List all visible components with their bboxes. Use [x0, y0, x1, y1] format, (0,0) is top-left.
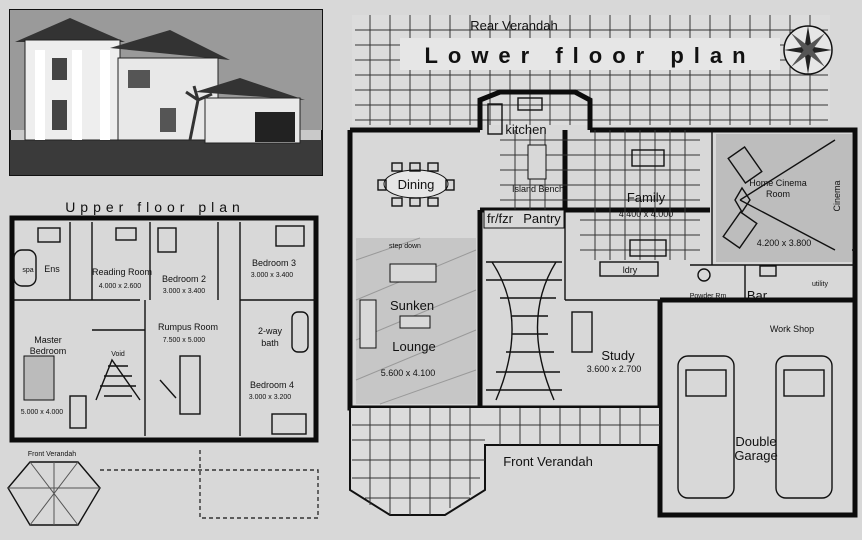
bedroom-2-label: Bedroom 2 [162, 274, 206, 284]
bath-label: bath [261, 338, 279, 348]
lower-floor-plan: Lower floor plan Rear Verandah kitchen I… [347, 15, 858, 518]
master-label: Master [34, 335, 62, 345]
master-bed [23, 355, 55, 401]
cinema-dims: 4.200 x 3.800 [757, 238, 812, 248]
kitchen-label: kitchen [505, 122, 546, 137]
lower-plan-title: Lower floor plan [424, 43, 755, 68]
rumpus-table [179, 355, 201, 415]
bedroom-4-dims: 3.000 x 3.200 [249, 394, 292, 401]
rumpus-room-dims: 7.500 x 5.000 [163, 337, 206, 344]
study-dims: 3.600 x 2.700 [587, 364, 642, 374]
master-wardrobe [69, 395, 87, 429]
two-way-label: 2-way [258, 326, 283, 336]
master-bedroom-label: Bedroom [30, 346, 67, 356]
house-photo [9, 9, 323, 176]
garage-label: Garage [734, 448, 777, 463]
reading-desk [115, 227, 137, 241]
lower-staircase [486, 261, 562, 401]
upper-floor-plan: Upper floor plan spa Ens Reading Room 4.… [7, 199, 319, 526]
family-sofa-2 [629, 239, 667, 257]
upper-front-verandah-label: Front Verandah [28, 451, 76, 458]
ldry-label: ldry [623, 265, 638, 275]
spa-bath [13, 249, 37, 287]
garage-car-2 [775, 355, 833, 499]
double-label: Double [735, 434, 776, 449]
cinema-label: Cinema [832, 180, 842, 211]
projector-icon [734, 186, 751, 214]
coffee-table [399, 315, 431, 329]
lounge-sofa [389, 263, 437, 283]
upper-staircase [95, 358, 141, 401]
bedroom-4-label: Bedroom 4 [250, 380, 294, 390]
spa-label: spa [22, 267, 33, 274]
study-desk [571, 311, 593, 353]
rumpus-room-label: Rumpus Room [158, 322, 218, 332]
toilet-icon [697, 268, 711, 282]
lounge-label: Lounge [392, 339, 435, 354]
bedroom-3-bed [275, 225, 305, 247]
compass-rose-icon [783, 25, 833, 75]
master-dims: 5.000 x 4.000 [21, 409, 64, 416]
bedroom-4-bed [271, 413, 307, 435]
front-verandah-area [349, 408, 661, 516]
work-shop-label: Work Shop [770, 324, 814, 334]
void-label: Void [111, 351, 125, 358]
rear-verandah-label: Rear Verandah [470, 18, 557, 33]
pantry-label: Pantry [523, 211, 561, 226]
cinema-seat-2 [722, 211, 758, 249]
bedroom-2-dims: 3.000 x 3.400 [163, 288, 206, 295]
kitchen-sink [517, 97, 543, 111]
garage-car-1 [677, 355, 735, 499]
study-label: Study [601, 348, 635, 363]
bedroom-3-label: Bedroom 3 [252, 258, 296, 268]
dining-label: Dining [398, 177, 435, 192]
bedroom-3-dims: 3.000 x 3.400 [251, 272, 294, 279]
lounge-sofa-2 [359, 299, 377, 349]
bedroom-2-bed [157, 227, 177, 253]
powder-room-label: Powder Rm [690, 293, 727, 300]
family-dims: 4.400 x 4.000 [619, 209, 674, 219]
front-verandah-label: Front Verandah [503, 454, 593, 469]
reading-room-dims: 4.000 x 2.600 [99, 283, 142, 290]
bathtub [291, 311, 309, 353]
utility-label: utility [812, 281, 828, 288]
ens-label: Ens [44, 264, 60, 274]
home-cinema-label: Home Cinema [749, 178, 807, 188]
island-bench [527, 144, 547, 180]
cinema-seat [727, 146, 763, 184]
bar-sink [759, 265, 777, 277]
family-label: Family [627, 190, 666, 205]
fr-fzr-label: fr/fzr [487, 211, 514, 226]
room-label: Room [766, 189, 790, 199]
family-sofa [631, 149, 665, 167]
bar-label: Bar [747, 288, 768, 303]
sunken-label: Sunken [390, 298, 434, 313]
upper-front-verandah-outline [7, 450, 319, 526]
reading-room-label: Reading Room [92, 267, 152, 277]
upper-plan-title: Upper floor plan [65, 199, 245, 215]
lounge-dims: 5.600 x 4.100 [381, 368, 436, 378]
island-bench-label: Island Bench [512, 184, 564, 194]
dining-table [377, 162, 455, 207]
step-down-label: step down [389, 243, 421, 250]
kitchen-stove [487, 103, 503, 135]
